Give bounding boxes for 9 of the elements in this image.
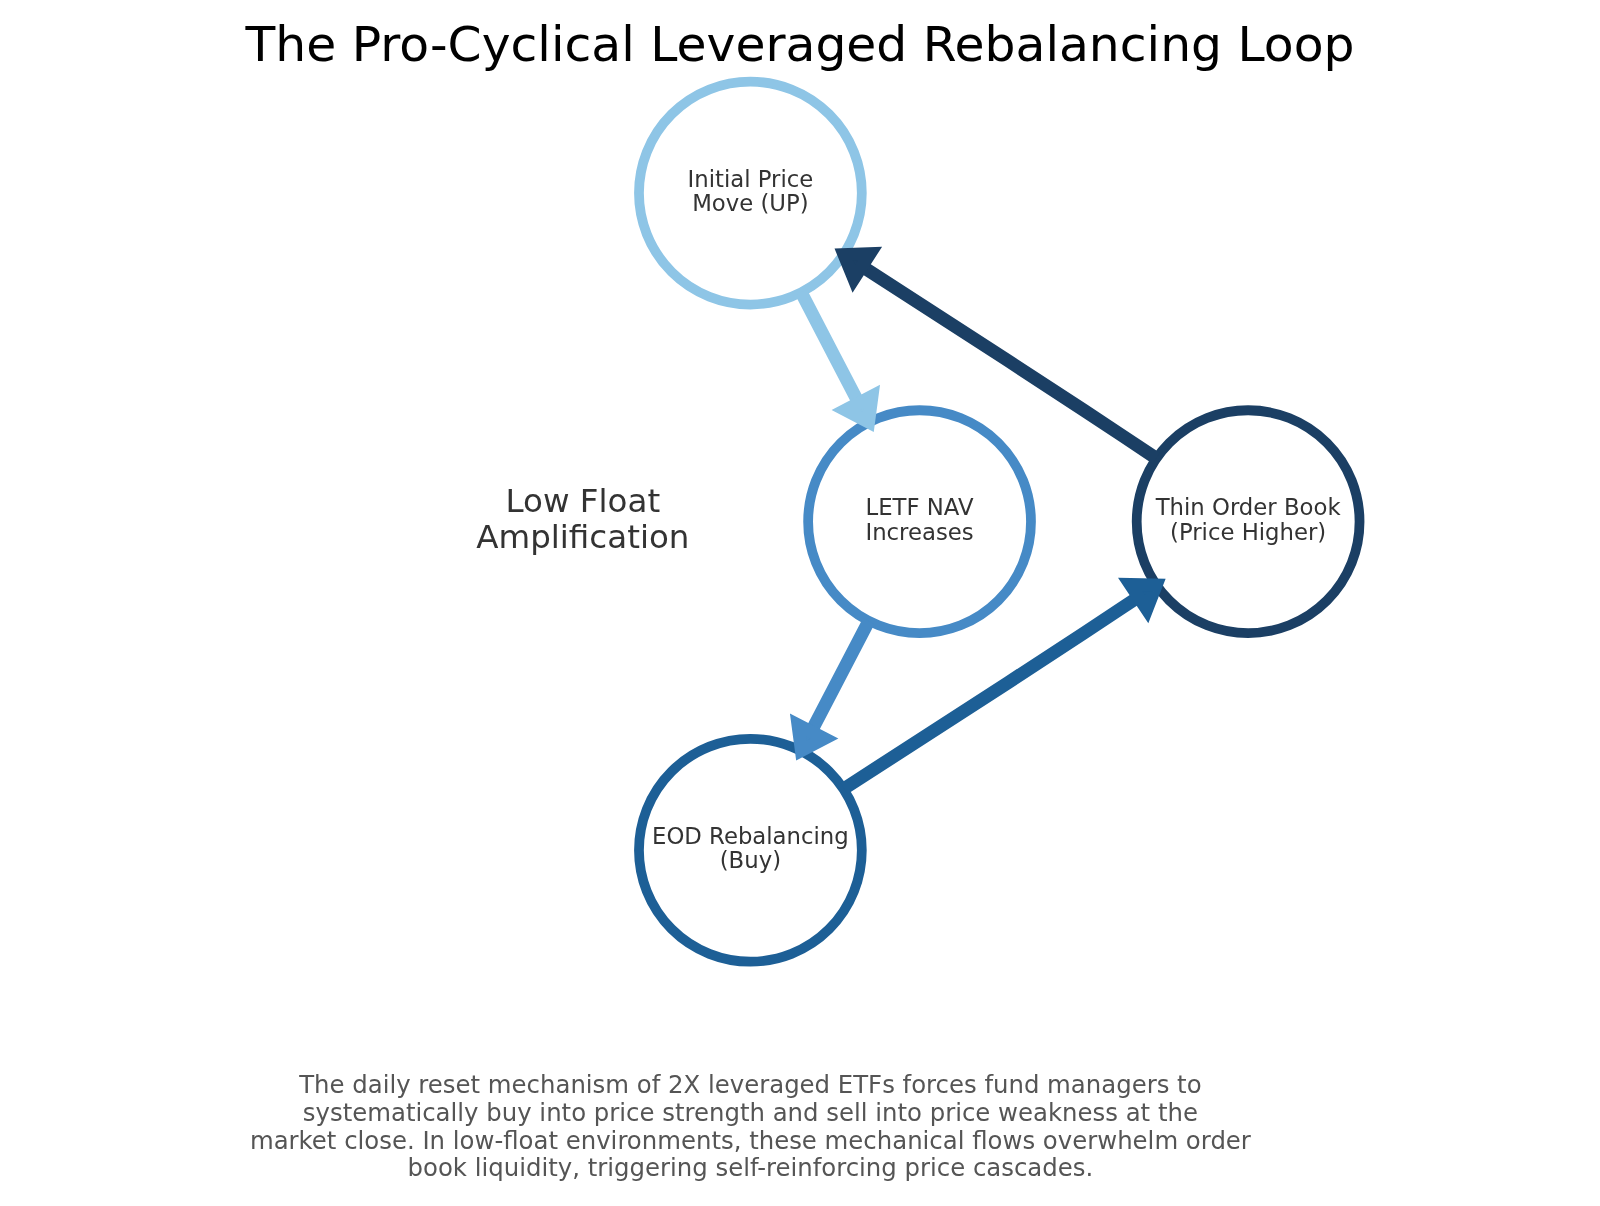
node-circle: Initial Price Move (UP) [634,76,867,310]
caption: The daily reset mechanism of 2X leveraged ETFs forces fund managers to systematically buy into price strength and sell into price weakness at the market close. In low-float environments, these mechanical flows overwhelm order book liquidity, triggering self-reinforcing price cascades. [249,1070,1251,1183]
label: Low Float Amplification [476,481,690,556]
diagram-title: The Pro-Cyclical Leveraged Rebalancing Loop [245,15,1355,73]
arrow [840,577,1166,795]
node-circle: LETF NAV Increases [803,405,1036,638]
node-circle: EOD Rebalancing (Buy) [634,733,867,967]
node-circle: Thin Order Book (Price Higher) [1131,405,1365,638]
arrow [834,246,1160,464]
